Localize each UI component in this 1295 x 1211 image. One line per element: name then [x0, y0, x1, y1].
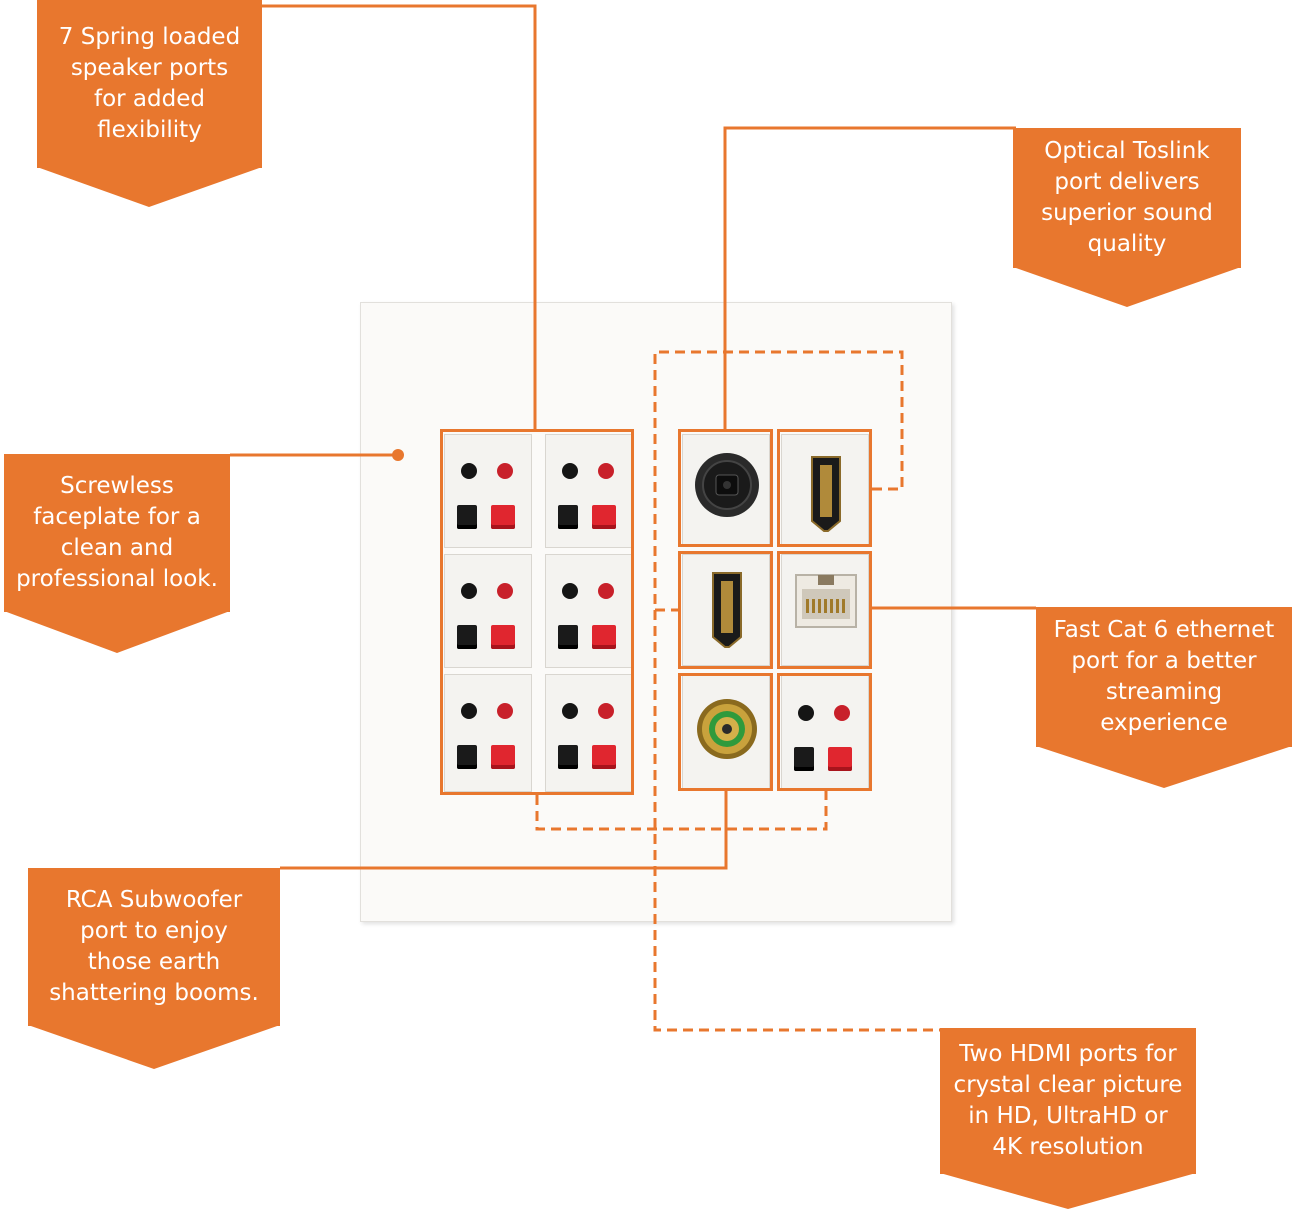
hdmi-port-icon — [712, 572, 742, 648]
speaker-hole-black — [562, 703, 578, 719]
callout-speaker-ports-line-2: speaker ports — [70, 55, 229, 81]
hdmi-module-1 — [781, 434, 869, 546]
speaker-hole-black — [461, 703, 477, 719]
speaker-hole-black — [562, 583, 578, 599]
callout-faceplate-line-2: faceplate for a — [33, 504, 201, 530]
callout-ethernet-pointer — [1036, 746, 1292, 788]
ethernet-module — [781, 554, 869, 666]
speaker-terminal-icon — [491, 625, 515, 649]
speaker-module-5 — [444, 674, 532, 792]
ethernet-port-icon — [795, 574, 857, 628]
callout-hdmi: Two HDMI ports for crystal clear picture… — [940, 1028, 1196, 1174]
hdmi-port-icon — [811, 456, 841, 532]
callout-faceplate: Screwless faceplate for a clean and prof… — [4, 454, 230, 612]
callout-ethernet-line-3: streaming — [1105, 679, 1223, 705]
callout-hdmi-line-2: crystal clear picture — [953, 1072, 1183, 1098]
optical-module — [682, 434, 770, 546]
callout-faceplate-line-4: professional look. — [16, 566, 218, 592]
optical-highlight — [678, 429, 773, 547]
ethernet-highlight — [777, 551, 872, 669]
speaker-hole-black — [461, 463, 477, 479]
callout-hdmi-pointer — [940, 1173, 1196, 1209]
speaker-terminal-icon — [457, 505, 477, 529]
callout-speaker-ports-pointer — [37, 167, 262, 207]
speaker-hole-red — [497, 583, 513, 599]
speaker-module-7 — [781, 674, 869, 790]
callout-rca-line-3: those earth — [87, 949, 221, 975]
callout-optical-line-4: quality — [1087, 231, 1167, 257]
speaker-terminal-icon — [558, 745, 578, 769]
callout-hdmi-line-3: in HD, UltraHD or — [968, 1103, 1168, 1129]
speaker-7-highlight — [777, 673, 872, 791]
speaker-hole-black — [461, 583, 477, 599]
callout-rca-line-1: RCA Subwoofer — [65, 887, 243, 913]
speaker-terminal-icon — [491, 745, 515, 769]
speaker-terminal-icon — [592, 505, 616, 529]
rca-jack-icon — [697, 699, 757, 759]
speaker-terminal-icon — [558, 505, 578, 529]
speaker-terminal-icon — [457, 745, 477, 769]
speaker-terminal-icon — [592, 625, 616, 649]
callout-faceplate-line-3: clean and — [60, 535, 174, 561]
callout-optical-line-3: superior sound — [1041, 200, 1213, 226]
callout-hdmi-line-1: Two HDMI ports for — [959, 1041, 1177, 1067]
callout-speaker-ports-line-1: 7 Spring loaded — [58, 24, 241, 50]
speaker-hole-red — [598, 703, 614, 719]
callout-ethernet-line-4: experience — [1100, 710, 1228, 736]
speaker-terminal-icon — [491, 505, 515, 529]
callout-optical-pointer — [1013, 267, 1241, 307]
speaker-module-3 — [444, 554, 532, 668]
speaker-terminal-icon — [457, 625, 477, 649]
callout-faceplate-line-1: Screwless — [60, 473, 174, 499]
speaker-module-1 — [444, 434, 532, 548]
speaker-hole-red — [497, 463, 513, 479]
callout-optical: Optical Toslink port delivers superior s… — [1013, 128, 1241, 268]
callout-optical-line-2: port delivers — [1054, 169, 1200, 195]
rca-module — [682, 674, 770, 790]
callout-rca-line-4: shattering booms. — [49, 980, 259, 1006]
hdmi-highlight-1 — [777, 429, 872, 547]
speaker-hole-black — [798, 705, 814, 721]
optical-toslink-icon — [695, 453, 759, 517]
speaker-hole-red — [497, 703, 513, 719]
callout-rca: RCA Subwoofer port to enjoy those earth … — [28, 868, 280, 1026]
speaker-terminal-icon — [592, 745, 616, 769]
speaker-module-2 — [545, 434, 633, 548]
callout-faceplate-pointer — [4, 611, 230, 653]
speaker-hole-red — [598, 583, 614, 599]
callout-rca-line-2: port to enjoy — [80, 918, 228, 944]
callout-ethernet-line-1: Fast Cat 6 ethernet — [1053, 617, 1275, 643]
speaker-terminal-icon — [828, 747, 852, 771]
callout-speaker-ports: 7 Spring loaded speaker ports for added … — [37, 0, 262, 168]
callout-ethernet-line-2: port for a better — [1071, 648, 1257, 674]
callout-hdmi-line-4: 4K resolution — [992, 1134, 1144, 1160]
callout-speaker-ports-line-4: flexibility — [97, 117, 202, 143]
hdmi-module-2 — [682, 554, 770, 666]
callout-speaker-ports-line-3: for added — [94, 86, 205, 112]
speaker-module-4 — [545, 554, 633, 668]
callout-optical-line-1: Optical Toslink — [1044, 138, 1210, 164]
speaker-hole-red — [598, 463, 614, 479]
speaker-group-highlight — [440, 429, 634, 795]
hdmi-highlight-2 — [678, 551, 773, 669]
callout-rca-pointer — [28, 1025, 280, 1069]
speaker-hole-black — [562, 463, 578, 479]
callout-ethernet: Fast Cat 6 ethernet port for a better st… — [1036, 607, 1292, 747]
speaker-hole-red — [834, 705, 850, 721]
speaker-terminal-icon — [794, 747, 814, 771]
rca-highlight — [678, 673, 773, 791]
speaker-terminal-icon — [558, 625, 578, 649]
